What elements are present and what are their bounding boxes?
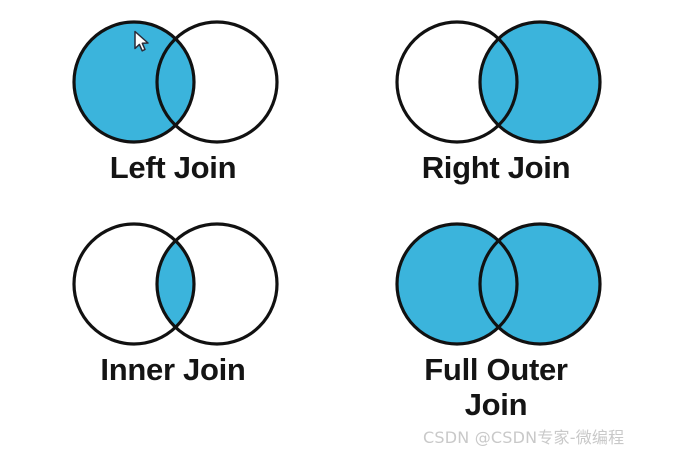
set-a-outline xyxy=(72,222,196,346)
set-a-outline xyxy=(395,20,519,144)
panel-right-join[interactable]: Right Join xyxy=(336,14,656,224)
set-a-outline xyxy=(72,20,196,144)
panel-label-full-outer-join: Full Outer Join xyxy=(424,352,568,422)
venn-inner-join xyxy=(13,216,333,351)
panel-label-inner-join: Inner Join xyxy=(100,352,246,387)
venn-left-join xyxy=(13,14,333,149)
set-b-outline xyxy=(155,20,279,144)
set-b-outline xyxy=(478,20,602,144)
set-a-outline xyxy=(395,222,519,346)
panel-label-right-join: Right Join xyxy=(421,150,571,185)
venn-full-outer-join xyxy=(336,216,656,351)
panel-label-left-join: Left Join xyxy=(109,150,237,185)
panel-left-join[interactable]: Left Join xyxy=(13,14,333,224)
venn-right-join xyxy=(336,14,656,149)
panel-full-outer-join[interactable]: Full Outer Join xyxy=(336,216,656,426)
set-b-outline xyxy=(478,222,602,346)
set-b-outline xyxy=(155,222,279,346)
watermark-text: CSDN @CSDN专家-微编程 xyxy=(423,428,625,447)
panel-inner-join[interactable]: Inner Join xyxy=(13,216,333,426)
